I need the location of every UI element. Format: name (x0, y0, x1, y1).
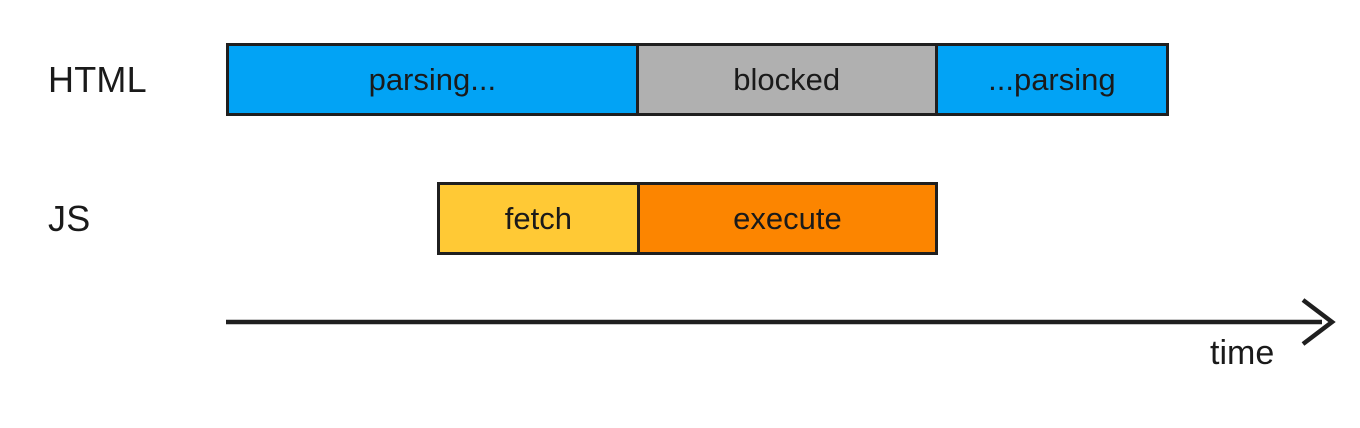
segment-js-execute: execute (636, 182, 938, 255)
segment-label: fetch (504, 201, 572, 236)
segment-label: ...parsing (988, 62, 1116, 97)
row-label-html: HTML (48, 59, 147, 100)
arrowhead-icon (1301, 298, 1336, 346)
segment-label: parsing... (368, 62, 497, 97)
segment-label: execute (733, 201, 842, 236)
time-axis-arrow (226, 298, 1336, 346)
timeline-track-js: fetch execute (437, 182, 938, 255)
segment-html-parsing-end: ...parsing (934, 43, 1169, 116)
timeline-track-html: parsing... blocked ...parsing (226, 43, 1169, 116)
segment-html-blocked: blocked (635, 43, 938, 116)
segment-label: blocked (733, 62, 841, 97)
row-label-js: JS (48, 198, 91, 239)
time-axis-label: time (1210, 334, 1275, 372)
segment-js-fetch: fetch (437, 182, 640, 255)
segment-html-parsing-start: parsing... (226, 43, 639, 116)
